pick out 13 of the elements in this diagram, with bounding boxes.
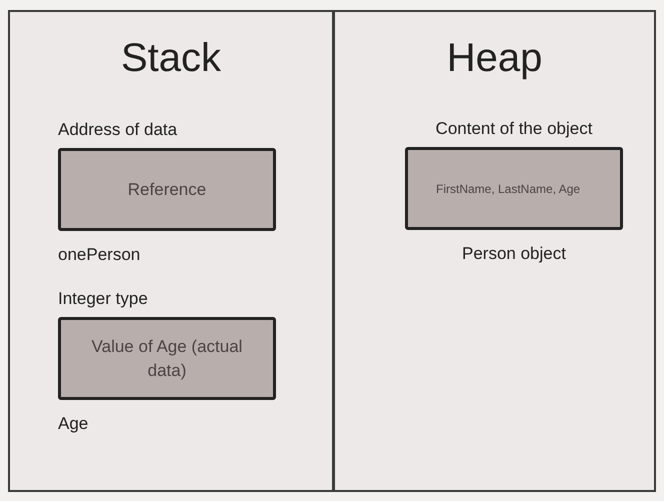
memory-cell: Value of Age (actual data) [58,317,276,400]
memory-cell: Reference [58,148,276,231]
memory-panel [8,10,334,492]
memory-cell: FirstName, LastName, Age [405,147,623,230]
variable-name: Person object [461,243,567,265]
variable-name: Age [58,413,90,435]
variable-name: onePerson [58,244,142,266]
panel-title: Stack [120,35,222,82]
type-label: Address of data [58,119,178,141]
panel-title: Heap [446,35,544,82]
type-label: Integer type [58,288,149,310]
memory-panel [333,10,656,492]
type-label: Content of the object [434,118,594,140]
